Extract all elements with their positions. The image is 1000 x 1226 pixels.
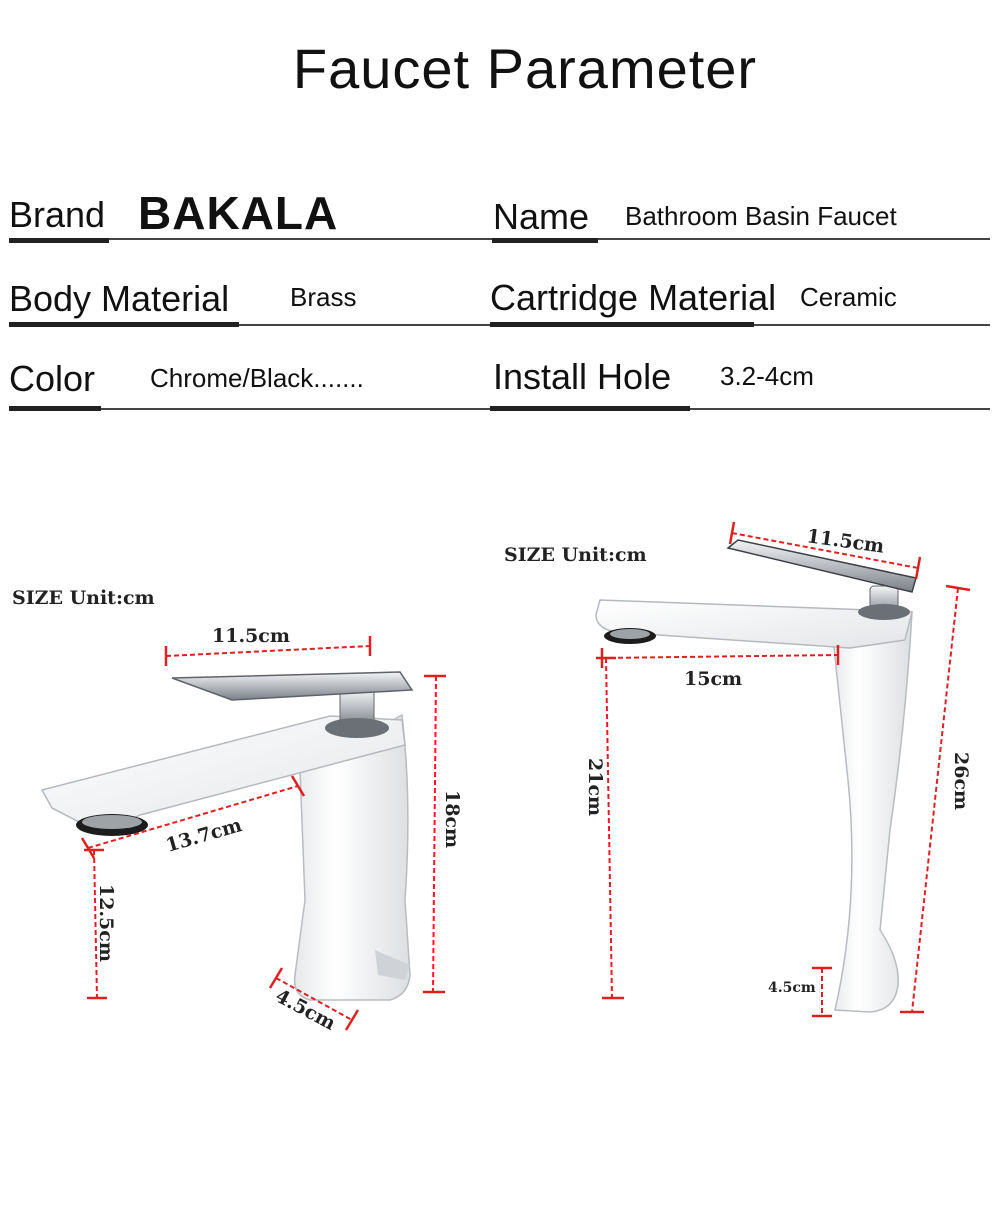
label-underline (490, 322, 754, 327)
tall-height: 26cm (950, 752, 972, 810)
tall-faucet-aerator-ring (610, 629, 650, 639)
tall-base-width: 4.5cm (768, 980, 816, 996)
cartridge-material-value: Ceramic (800, 282, 897, 312)
tall-faucet-spout (595, 599, 913, 649)
short-faucet-aerator-ring (82, 815, 142, 829)
tall-faucet-body (829, 609, 913, 1013)
short-size-label: SIZE Unit:cm (12, 587, 155, 609)
short-faucet: SIZE Unit:cm 11.5cm 13.7cm 18cm (12, 587, 463, 1035)
label-underline (9, 238, 109, 243)
tall-spout-length: 15cm (684, 668, 742, 690)
short-spout-length: 13.7cm (163, 814, 244, 857)
tall-spout-height-dim-line (605, 657, 613, 999)
tall-height-dim-line (911, 587, 959, 1013)
install-hole-value: 3.2-4cm (720, 361, 814, 391)
brand-label: Brand (9, 194, 106, 235)
name-value: Bathroom Basin Faucet (625, 201, 897, 231)
name-label: Name (493, 196, 590, 237)
label-underline (9, 406, 101, 411)
cartridge-material-label: Cartridge Material (490, 277, 777, 318)
body-material-label: Body Material (9, 278, 230, 319)
short-faucet-stem-base (325, 718, 389, 738)
short-handle-dim-line (165, 645, 371, 657)
label-underline (9, 322, 239, 327)
tall-spout-dim-line (601, 654, 839, 659)
tall-size-label: SIZE Unit:cm (504, 544, 647, 566)
short-height: 18cm (441, 790, 463, 848)
color-label: Color (9, 358, 96, 399)
install-hole-label: Install Hole (493, 356, 672, 397)
tall-handle-width: 11.5cm (805, 525, 885, 558)
body-material-value: Brass (290, 282, 357, 312)
tall-faucet: SIZE Unit:cm 11.5cm 15cm 21cm 26 (504, 521, 972, 1018)
short-faucet-handle (171, 671, 414, 701)
short-spout-dim-line (87, 785, 299, 849)
short-spout-height-dim-line (93, 849, 98, 999)
tall-spout-height: 21cm (584, 758, 606, 816)
brand-value: BAKALA (138, 187, 339, 239)
short-handle-width: 11.5cm (212, 625, 290, 647)
short-base-dim-line (275, 977, 353, 1021)
label-underline (492, 238, 598, 243)
short-faucet-base-shadow (375, 950, 410, 980)
tall-faucet-stem-base (858, 604, 910, 620)
short-height-dim-line (432, 675, 437, 993)
color-value: Chrome/Black....... (150, 363, 364, 393)
label-underline (490, 406, 690, 411)
page-title: Faucet Parameter (292, 37, 758, 100)
short-spout-height: 12.5cm (95, 884, 117, 962)
